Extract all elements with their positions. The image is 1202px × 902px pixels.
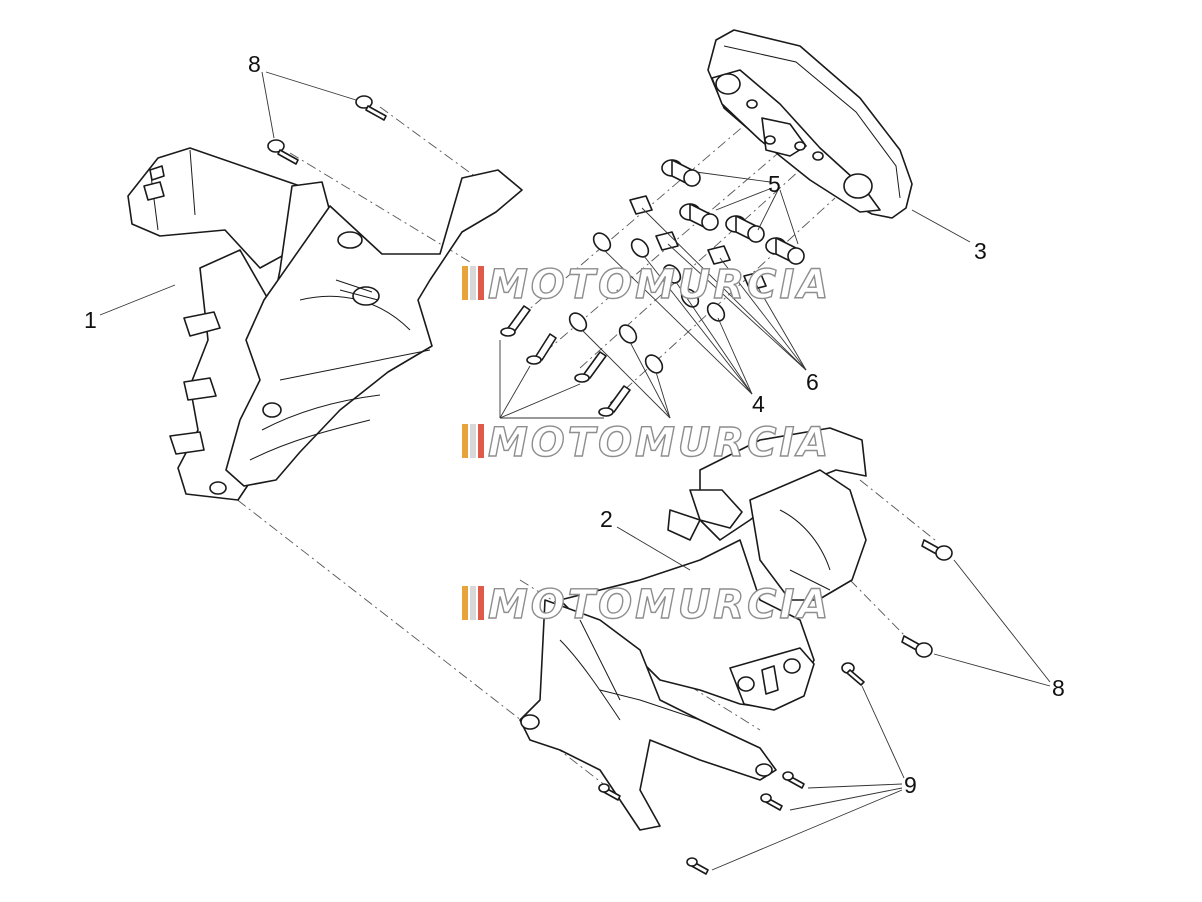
watermark-stripe — [462, 266, 468, 300]
watermark-stripe — [478, 424, 484, 458]
callout-5: 5 — [768, 171, 781, 197]
screw-9-a — [841, 662, 865, 686]
part-2-support — [519, 427, 867, 831]
watermark-text: MOTOMURCIA — [488, 420, 831, 466]
screw-8-right-a — [921, 539, 953, 561]
callout-9: 9 — [904, 772, 917, 798]
screw-8-top-b — [267, 139, 299, 165]
watermark-stripe — [478, 266, 484, 300]
watermark-stripe — [478, 586, 484, 620]
grommet-5-b — [679, 203, 719, 231]
callout-8-top: 8 — [248, 51, 261, 77]
screw-9-e — [598, 783, 621, 801]
watermark-stripe — [462, 424, 468, 458]
screw-9-d — [686, 857, 709, 875]
spacers-part-6 — [629, 195, 767, 291]
watermark-2: MOTOMURCIA — [462, 419, 831, 467]
watermark-3: MOTOMURCIA — [462, 581, 831, 629]
pin-d — [598, 385, 631, 417]
callout-8-right: 8 — [1052, 675, 1065, 701]
watermark-stripe — [470, 424, 476, 458]
watermark-stripe — [470, 266, 476, 300]
washers-part-4 — [568, 232, 726, 374]
watermark-stripe — [462, 586, 468, 620]
part-1-bracket — [127, 147, 523, 501]
part-3-instrument-cluster — [707, 29, 913, 219]
watermark-1: MOTOMURCIA — [462, 261, 831, 309]
pin-b — [526, 333, 557, 365]
callout-1: 1 — [84, 307, 97, 333]
callout-6: 6 — [806, 369, 819, 395]
leader-lines — [99, 71, 1051, 871]
grommet-5-a — [661, 159, 701, 187]
screw-8-top-a — [355, 95, 387, 121]
callout-labels: 1 8 2 3 5 6 4 8 9 — [84, 51, 1065, 798]
screw-9-b — [782, 771, 805, 789]
callout-3: 3 — [974, 238, 987, 264]
grommet-5-d — [765, 237, 805, 265]
watermark-text: MOTOMURCIA — [488, 262, 831, 308]
callout-2: 2 — [600, 506, 613, 532]
grommet-5-c — [725, 215, 765, 243]
pins-part-4 — [500, 305, 631, 417]
screw-8-right-b — [901, 635, 933, 658]
callout-4: 4 — [752, 391, 765, 417]
screw-9-c — [760, 793, 783, 811]
watermark-text: MOTOMURCIA — [488, 582, 831, 628]
pin-a — [500, 305, 531, 337]
grommets-part-5 — [661, 159, 805, 265]
watermark-stripe — [470, 586, 476, 620]
pin-c — [574, 351, 607, 383]
